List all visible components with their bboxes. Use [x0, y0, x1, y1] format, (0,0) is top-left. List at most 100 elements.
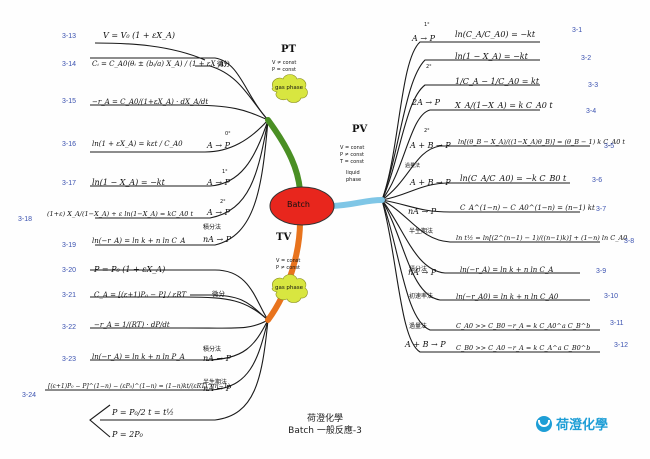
label-integral-tv: 積分法 [203, 346, 222, 353]
logo-text: 荷澄化學 [556, 418, 609, 433]
tv-cond1: V = const [276, 258, 301, 264]
label-initial-rate: 初速率法 [409, 293, 434, 300]
equation: [(ε+1)P₀ − P]^(1−n) − (εP₀)^(1−n) = (1−n… [48, 383, 230, 390]
eq-number: 3-4 [586, 108, 597, 115]
reaction: A → P [412, 34, 435, 43]
reaction: nA → P [203, 384, 232, 393]
eq-number: 3-11 [610, 320, 624, 327]
footer: 荷澄化學 Batch 一般反應-3 [250, 413, 400, 437]
reaction: A → P [207, 208, 230, 217]
eq-number: 3-21 [62, 292, 77, 299]
order: 0° [225, 131, 231, 137]
center-node [269, 186, 335, 226]
pv-branch [329, 197, 385, 209]
eq-number: 3-9 [596, 268, 607, 275]
equation: ln(1 − X_A) = −kt [92, 178, 165, 187]
equation: C_A^(1−n) − C_A0^(1−n) = (n−1) kt [460, 204, 595, 212]
equation: (1+ε) X_A/(1−X_A) + ε ln(1−X_A) = kC_A0 … [47, 210, 194, 218]
pv-cond5: phase [346, 177, 362, 183]
pt-branch [265, 117, 303, 193]
pt-cond2: P = const [272, 67, 296, 73]
pv-title: PV [352, 124, 368, 135]
label-diff-pt: 微分 [217, 60, 230, 68]
tv-title: TV [276, 232, 292, 243]
equation: −r_A = 1/(RT) · dP/dt [94, 321, 170, 329]
equation: ln(C_A/C_A0) = −kt [455, 30, 536, 39]
eq-number: 3-23 [62, 356, 77, 363]
pv-cond4: liquid [346, 170, 360, 176]
pt-cloud [271, 74, 308, 103]
equation: C_A = [(ε+1)P₀ − P] / εRT [94, 291, 187, 299]
footer-line2: Batch 一般反應-3 [288, 426, 362, 436]
equation: C_B0 >> C_A0 −r_A = k C_A^a C_B0^b [456, 344, 591, 352]
eq-number: 3-6 [592, 177, 603, 184]
tv-cloud [271, 274, 308, 303]
label-integral-pt: 積分法 [203, 224, 222, 231]
equation: P = P₀/2 t = t½ [112, 408, 175, 417]
eq-number: 3-19 [62, 242, 77, 249]
equation: C_A0 >> C_B0 −r_A = k C_A0^a C_B^b [456, 322, 591, 330]
label-integral-pv: 積分法 [409, 266, 428, 273]
equation: ln[(θ_B − X_A)/((1−X_A)θ_B)] = (θ_B − 1)… [458, 138, 626, 146]
equation: ln(1 − X_A) = −kt [455, 52, 528, 61]
label-halflife-tv: 半生期法 [203, 379, 228, 386]
eq-number: 3-22 [62, 324, 77, 331]
pv-cond2: P ≠ const [340, 152, 364, 158]
reaction: 2A → P [412, 98, 441, 107]
equation: ln(−r_A0) = ln k + n ln C_A0 [456, 293, 559, 301]
reaction: nA → P [203, 235, 232, 244]
eq-number: 3-16 [62, 141, 77, 148]
reaction: nA → P [408, 207, 437, 216]
eq-number: 3-13 [62, 33, 77, 40]
tv-cloud-text: gas phase [274, 285, 304, 291]
equation: X_A/(1−X_A) = k C_A0 t [455, 101, 553, 110]
reaction: A → P [207, 178, 230, 187]
eq-number: 3-20 [62, 267, 77, 274]
pv-cond3: T = const [340, 159, 364, 165]
pt-cond1: V ≠ const [272, 60, 297, 66]
label-halflife-pv: 半生期法 [409, 228, 434, 235]
eq-number: 3-8 [624, 238, 635, 245]
equation: P = 2P₀ [112, 430, 143, 439]
equation: V = V₀ (1 + εX_A) [103, 31, 175, 40]
equation: −r_A = C_A0/(1+εX_A) · dX_A/dt [92, 98, 209, 106]
reaction: A → P [207, 141, 230, 150]
drop-smile-icon [536, 415, 552, 432]
label-excess-pv2: 過量法 [409, 323, 428, 330]
eq-number: 3-15 [62, 98, 77, 105]
equation: ln(C_A/C_A0) = −k C_B0 t [460, 174, 567, 183]
equation: 1/C_A − 1/C_A0 = kt [455, 77, 540, 86]
order: 1° [424, 22, 430, 28]
equation: Cᵢ = C_A0(θᵢ ± (bᵢ/a) X_A) / (1 + εX_A) [92, 60, 227, 68]
eq-number: 3-12 [614, 342, 629, 349]
eq-number: 3-17 [62, 180, 77, 187]
reaction: A + B → P [405, 340, 446, 349]
eq-number: 3-1 [572, 27, 583, 34]
eq-number: 3-14 [62, 61, 77, 68]
eq-number: 3-7 [596, 206, 607, 213]
pv-cond1: V = const [340, 145, 365, 151]
eq-number: 3-10 [604, 293, 619, 300]
label-diff-tv: 微分 [212, 290, 225, 298]
center-label: Batch [287, 200, 310, 209]
eq-number: 3-2 [581, 55, 592, 62]
equation: ln(−r_A) = ln k + n ln P_A [92, 353, 185, 361]
equation: ln t½ = ln[(2^(n−1) − 1)/((n−1)k)] + (1−… [456, 234, 628, 242]
reaction: nA → P [203, 354, 232, 363]
reaction: A + B → P [410, 178, 451, 187]
equation: ln(−r_A) = ln k + n ln C_A [92, 237, 186, 245]
footer-line1: 荷澄化學 [306, 414, 343, 424]
tv-cond2: P ≠ const [276, 265, 300, 271]
eq-number: 3-3 [588, 82, 599, 89]
reaction: A + B → P [410, 141, 451, 150]
eq-number: 3-5 [604, 143, 615, 150]
order: 2° [220, 199, 226, 205]
reaction: nA → P [408, 268, 437, 277]
equation: P = P₀ (1 + εX_A) [94, 265, 166, 274]
pt-cloud-text: gas phase [274, 85, 304, 91]
tv-branch [265, 219, 303, 323]
eq-number: 3-24 [22, 392, 37, 399]
eq-number: 3-18 [18, 216, 33, 223]
